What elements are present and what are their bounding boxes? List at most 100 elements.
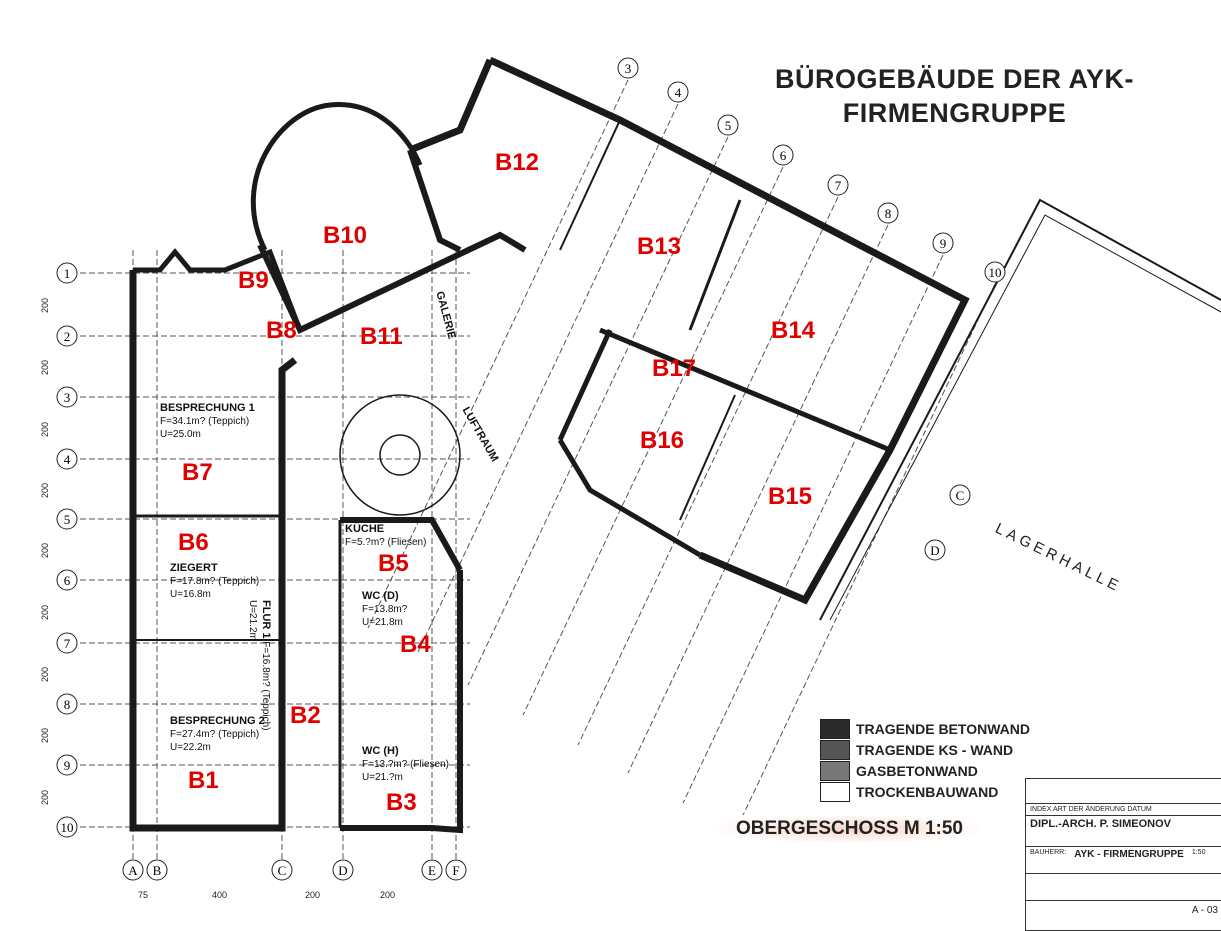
marker-b2: B2 xyxy=(290,702,321,729)
wing-col-bubble xyxy=(984,261,1006,283)
wing-col-bubble-label: 7 xyxy=(835,178,842,193)
room-wc-h: WC (H) F=13.?m? (Fliesen) U=21.?m xyxy=(362,745,449,784)
legend-label: GASBETONWAND xyxy=(856,762,978,779)
room-perimeter: U=21.?m xyxy=(362,772,403,783)
grid-line xyxy=(467,136,729,686)
dimension-left: 200 xyxy=(40,297,50,313)
legend-swatch xyxy=(820,718,850,739)
wing-row-bubble xyxy=(924,539,946,561)
wing-col-bubble xyxy=(717,114,739,136)
room-name: BESPRECHUNG 2 xyxy=(170,715,265,727)
dimension-bottom: 400 xyxy=(212,890,228,900)
wing-row-bubble-label: D xyxy=(930,543,939,558)
title-block-client: AYK - FIRMENGRUPPE xyxy=(1074,849,1184,860)
marker-b11: B11 xyxy=(360,323,403,350)
marker-b10: B10 xyxy=(323,222,368,249)
legend-label: TRAGENDE KS - WAND xyxy=(856,741,1014,758)
grid-col-bubble xyxy=(332,859,354,881)
marker-b3: B3 xyxy=(386,789,417,816)
grid-col-bubble-label: F xyxy=(452,863,459,878)
room-name: WC (H) xyxy=(362,745,399,757)
room-flur-1: FLUR 1 F=16.8m? (Teppich) U=21.2m xyxy=(246,600,272,731)
wing-row-bubble xyxy=(949,484,971,506)
grid-col-bubble-label: C xyxy=(278,863,287,878)
title-line-1: BÜROGEBÄUDE DER AYK- xyxy=(775,64,1135,94)
grid-col-bubble xyxy=(445,859,467,881)
room-area: F=34.1m? (Teppich) xyxy=(160,416,250,427)
room-area: F=27.4m? (Teppich) xyxy=(170,729,260,740)
grid-row-bubble-label: 5 xyxy=(64,512,71,527)
grid-line xyxy=(417,103,679,653)
grid-row-bubble-label: 7 xyxy=(64,636,71,651)
grid-row-bubble xyxy=(56,754,78,776)
marker-b13: B13 xyxy=(637,233,682,260)
grid-col-bubble-label: A xyxy=(128,863,138,878)
marker-b14: B14 xyxy=(771,317,816,344)
legend-item: TROCKENBAUWAND xyxy=(820,781,1030,802)
grid-line xyxy=(627,224,889,774)
walls xyxy=(129,56,1221,834)
grid-row-bubble xyxy=(56,816,78,838)
grid-row-bubble xyxy=(56,325,78,347)
grid-line xyxy=(734,283,996,833)
grid-row-bubble xyxy=(56,632,78,654)
room-perimeter: U=21.2m xyxy=(247,600,258,641)
room-perimeter: U=21.8m xyxy=(362,617,403,628)
marker-b15: B15 xyxy=(768,483,813,510)
room-perimeter: U=22.2m xyxy=(170,742,211,753)
grid-row-bubble xyxy=(56,448,78,470)
grid-line xyxy=(577,196,839,746)
grid-row-bubble-label: 6 xyxy=(64,573,71,588)
room-perimeter: U=16.8m xyxy=(170,589,211,600)
wing-row-bubble-label: C xyxy=(956,488,965,503)
dimension-left: 200 xyxy=(40,789,50,805)
room-name: ZIEGERT xyxy=(170,562,218,574)
dimension-bottom: 200 xyxy=(380,890,396,900)
marker-b1: B1 xyxy=(188,767,219,794)
wing-col-bubble-label: 5 xyxy=(725,118,732,133)
room-area: F=16.8m? (Teppich) xyxy=(260,641,271,731)
wing-col-bubble xyxy=(827,174,849,196)
grid-col-bubble xyxy=(271,859,293,881)
wing-col-bubble xyxy=(617,57,639,79)
room-name: FLUR 1 xyxy=(260,600,272,639)
legend-label: TROCKENBAUWAND xyxy=(856,783,999,800)
dimension-left: 200 xyxy=(40,421,50,437)
grid-col-bubble-label: E xyxy=(428,863,436,878)
grid-row-bubble-label: 9 xyxy=(64,758,71,773)
dimension-left: 200 xyxy=(40,542,50,558)
wing-col-bubble-label: 3 xyxy=(625,61,632,76)
grid-col-bubble-label: D xyxy=(338,863,347,878)
grid-row-bubble-label: 8 xyxy=(64,697,71,712)
grid-row-bubble xyxy=(56,386,78,408)
legend-label: TRAGENDE BETONWAND xyxy=(856,720,1030,737)
legend-item: TRAGENDE BETONWAND xyxy=(820,718,1030,739)
room-name: KÜCHE xyxy=(345,523,385,535)
scale-label: OBERGESCHOSS M 1:50 xyxy=(718,815,981,843)
marker-b7: B7 xyxy=(182,459,213,486)
wing-col-bubble xyxy=(877,202,899,224)
grid-row-bubble xyxy=(56,693,78,715)
legend-swatch xyxy=(820,781,850,802)
grid-col-bubble xyxy=(421,859,443,881)
wing-col-bubble-label: 9 xyxy=(940,236,947,251)
grid-col-bubble-label: B xyxy=(153,863,162,878)
room-besprechung-2: BESPRECHUNG 2 F=27.4m? (Teppich) U=22.2m xyxy=(170,715,265,754)
room-perimeter: U=25.0m xyxy=(160,429,201,440)
grid-row-bubble-label: 1 xyxy=(64,266,71,281)
room-area: F=13.?m? (Fliesen) xyxy=(362,759,449,770)
room-area: F=5.?m? (Fliesen) xyxy=(345,537,427,548)
marker-b9: B9 xyxy=(238,267,269,294)
room-wc-d: WC (D) F=13.8m? U=21.8m xyxy=(362,590,407,629)
dimension-left: 200 xyxy=(40,359,50,375)
grid-row-bubble-label: 10 xyxy=(61,820,74,835)
room-ziegert: ZIEGERT F=17.8m? (Teppich) U=16.8m xyxy=(170,562,259,601)
room-name: WC (D) xyxy=(362,590,399,602)
wing-col-bubble-label: 10 xyxy=(989,265,1002,280)
wing-col-bubble xyxy=(667,81,689,103)
grid-col-bubble xyxy=(122,859,144,881)
grid-row-bubble-label: 3 xyxy=(64,390,71,405)
wall-legend: TRAGENDE BETONWAND TRAGENDE KS - WAND GA… xyxy=(820,718,1030,802)
wing-col-bubble xyxy=(772,144,794,166)
